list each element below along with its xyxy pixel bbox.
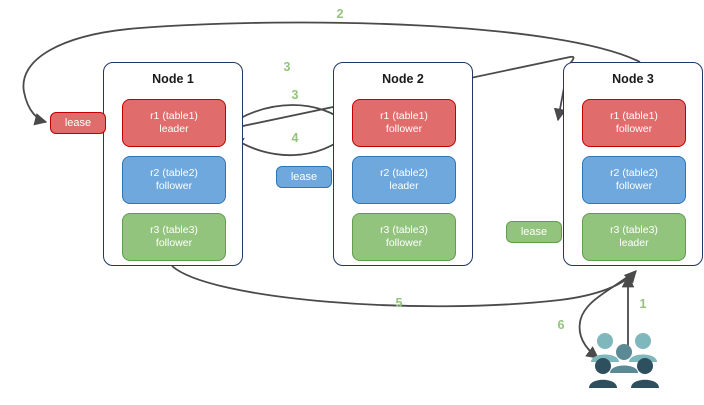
range-r1-node3[interactable]: r1 (table1) follower xyxy=(582,99,686,147)
range-role: leader xyxy=(159,123,189,135)
step-label-3-lower: 3 xyxy=(291,88,299,102)
range-name: r2 (table2) xyxy=(610,167,658,179)
lease-label: lease xyxy=(64,117,92,129)
range-role: follower xyxy=(155,180,193,192)
range-r2-node2[interactable]: r2 (table2) leader xyxy=(352,156,456,204)
users-icon xyxy=(589,333,659,388)
range-r3-node2[interactable]: r3 (table3) follower xyxy=(352,213,456,261)
node-title: Node 2 xyxy=(382,72,424,86)
range-role: leader xyxy=(389,180,419,192)
node-container-3[interactable]: Node 3 r1 (table1) follower r2 (table2) … xyxy=(563,62,703,266)
range-r1-node2[interactable]: r1 (table1) follower xyxy=(352,99,456,147)
range-name: r2 (table2) xyxy=(150,167,198,179)
lease-label: lease xyxy=(520,226,548,238)
range-role: follower xyxy=(155,237,193,249)
range-r3-node1[interactable]: r3 (table3) follower xyxy=(122,213,226,261)
step-label-5: 5 xyxy=(395,296,403,310)
lease-label: lease xyxy=(290,171,318,183)
step-label-3-upper: 3 xyxy=(283,60,291,74)
range-name: r1 (table1) xyxy=(150,110,198,122)
range-name: r2 (table2) xyxy=(380,167,428,179)
range-role: follower xyxy=(385,123,423,135)
node-title: Node 1 xyxy=(152,72,194,86)
range-name: r3 (table3) xyxy=(380,224,428,236)
node-title: Node 3 xyxy=(612,72,654,86)
range-r2-node3[interactable]: r2 (table2) follower xyxy=(582,156,686,204)
range-name: r1 (table1) xyxy=(380,110,428,122)
node-container-1[interactable]: Node 1 r1 (table1) leader r2 (table2) fo… xyxy=(103,62,243,266)
lease-badge-r3[interactable]: lease xyxy=(506,221,562,243)
node-container-2[interactable]: Node 2 r1 (table1) follower r2 (table2) … xyxy=(333,62,473,266)
step-label-2: 2 xyxy=(336,7,344,21)
step-label-6: 6 xyxy=(557,318,565,332)
range-r3-node3[interactable]: r3 (table3) leader xyxy=(582,213,686,261)
lease-badge-r2[interactable]: lease xyxy=(276,166,332,188)
range-role: follower xyxy=(615,180,653,192)
step-label-1: 1 xyxy=(639,297,647,311)
range-role: follower xyxy=(385,237,423,249)
range-name: r1 (table1) xyxy=(610,110,658,122)
step-label-4: 4 xyxy=(291,131,299,145)
range-name: r3 (table3) xyxy=(610,224,658,236)
range-role: follower xyxy=(615,123,653,135)
lease-badge-r1[interactable]: lease xyxy=(50,112,106,134)
range-name: r3 (table3) xyxy=(150,224,198,236)
range-role: leader xyxy=(619,237,649,249)
range-r2-node1[interactable]: r2 (table2) follower xyxy=(122,156,226,204)
range-r1-node1[interactable]: r1 (table1) leader xyxy=(122,99,226,147)
